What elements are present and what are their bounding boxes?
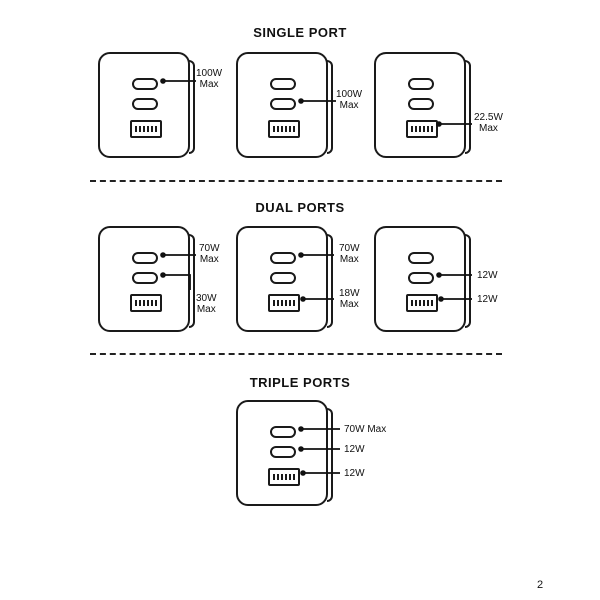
usb-c-port-1 bbox=[270, 426, 296, 438]
label-max: Max bbox=[199, 254, 219, 265]
heading-triple-ports: TRIPLE PORTS bbox=[249, 375, 351, 390]
label-dual-1a: 70W Max bbox=[199, 243, 220, 265]
usb-c-port-2 bbox=[132, 272, 158, 284]
leader-dot bbox=[438, 296, 444, 302]
usb-c-port-1 bbox=[132, 252, 158, 264]
leader-dot bbox=[298, 446, 304, 452]
label-dual-2b: 18W Max bbox=[339, 288, 360, 310]
usb-a-port bbox=[268, 468, 300, 486]
leader-dot bbox=[160, 272, 166, 278]
leader-dot bbox=[298, 426, 304, 432]
leader-dot bbox=[160, 78, 166, 84]
leader-dot bbox=[298, 98, 304, 104]
charger-triple bbox=[236, 400, 333, 506]
label-watts: 70W bbox=[339, 243, 360, 254]
label-triple-1: 70W Max bbox=[344, 424, 387, 435]
usb-c-port-2 bbox=[270, 272, 296, 284]
label-watts: 100W bbox=[336, 89, 363, 100]
charger-single-2 bbox=[236, 52, 333, 158]
label-watts: 100W bbox=[196, 68, 223, 79]
label-single-2: 100W Max bbox=[336, 89, 362, 111]
leader-dual-1b bbox=[163, 274, 191, 290]
leader-dot bbox=[298, 252, 304, 258]
divider-2 bbox=[90, 353, 502, 355]
charger-single-3 bbox=[374, 52, 471, 158]
label-max: Max bbox=[479, 123, 498, 134]
usb-c-port-1 bbox=[132, 78, 158, 90]
label-single-3: 22.5W Max bbox=[474, 112, 503, 134]
usb-c-port-1 bbox=[408, 252, 434, 264]
label-triple-2: 12W bbox=[344, 444, 365, 455]
usb-a-port bbox=[406, 294, 438, 312]
usb-c-port-1 bbox=[408, 78, 434, 90]
label-watts: 22.5W bbox=[474, 112, 503, 123]
label-single-1: 100W Max bbox=[196, 68, 222, 90]
leader-dot bbox=[300, 470, 306, 476]
charger-dual-3 bbox=[374, 226, 471, 332]
label-dual-2a: 70W Max bbox=[339, 243, 360, 265]
leader-dot bbox=[300, 296, 306, 302]
usb-a-port bbox=[130, 294, 162, 312]
usb-a-port bbox=[268, 294, 300, 312]
label-triple-3: 12W bbox=[344, 468, 365, 479]
usb-c-port-1 bbox=[270, 252, 296, 264]
heading-dual-ports: DUAL PORTS bbox=[255, 200, 345, 215]
usb-c-port-2 bbox=[132, 98, 158, 110]
usb-c-port-2 bbox=[408, 272, 434, 284]
label-watts: 18W bbox=[339, 288, 360, 299]
divider-1 bbox=[90, 180, 502, 182]
usb-a-port bbox=[406, 120, 438, 138]
label-dual-1b: 30W Max bbox=[196, 293, 217, 315]
charger-dual-2 bbox=[236, 226, 333, 332]
label-watts: 30W bbox=[196, 293, 217, 304]
label-max: Max bbox=[339, 100, 359, 111]
usb-a-port bbox=[268, 120, 300, 138]
usb-c-port-1 bbox=[270, 78, 296, 90]
label-max: Max bbox=[339, 299, 359, 310]
label-max: Max bbox=[196, 304, 216, 315]
usb-c-port-2 bbox=[270, 98, 296, 110]
heading-single-port: SINGLE PORT bbox=[253, 25, 347, 40]
label-max: Max bbox=[199, 79, 219, 90]
usb-c-port-2 bbox=[270, 446, 296, 458]
leader-dot bbox=[436, 272, 442, 278]
charger-dual-1 bbox=[98, 226, 195, 332]
label-max: Max bbox=[339, 254, 359, 265]
label-dual-3b: 12W bbox=[477, 294, 498, 305]
usb-a-port bbox=[130, 120, 162, 138]
page-number: 2 bbox=[537, 579, 544, 591]
leader-dot bbox=[160, 252, 166, 258]
charger-single-1 bbox=[98, 52, 195, 158]
label-watts: 70W bbox=[199, 243, 220, 254]
label-dual-3a: 12W bbox=[477, 270, 498, 281]
leader-dot bbox=[436, 121, 442, 127]
usb-c-port-2 bbox=[408, 98, 434, 110]
